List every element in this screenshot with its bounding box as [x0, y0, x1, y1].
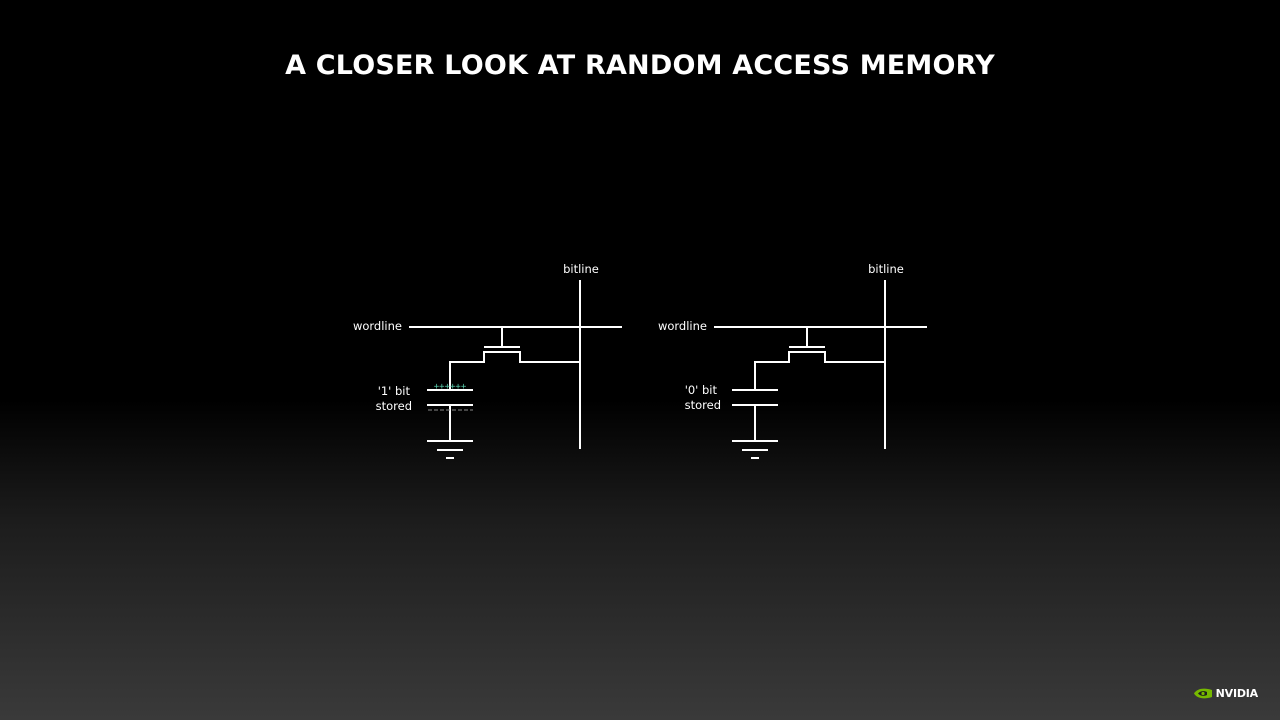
- slide-title: A CLOSER LOOK AT RANDOM ACCESS MEMORY: [285, 50, 995, 81]
- dram-cell-zero: bitline wordline '0' bit stored: [658, 262, 927, 459]
- storage-capacitor: [427, 389, 473, 441]
- positive-charge-marks: ++++++: [434, 382, 467, 392]
- bit-state-label: '1' bit: [378, 384, 411, 398]
- nvidia-logo: NVIDIA: [1193, 687, 1258, 700]
- bitline-label: bitline: [563, 262, 599, 276]
- storage-capacitor: [732, 389, 778, 441]
- bit-state-label: '0' bit: [685, 383, 718, 397]
- bit-state-sublabel: stored: [685, 398, 721, 412]
- wordline-label: wordline: [658, 319, 707, 333]
- bit-state-sublabel: stored: [376, 399, 412, 413]
- wordline-label: wordline: [353, 319, 402, 333]
- ground-symbol: [427, 440, 473, 459]
- nvidia-eye-icon: [1193, 688, 1212, 699]
- bitline-label: bitline: [868, 262, 904, 276]
- nvidia-wordmark: NVIDIA: [1215, 687, 1259, 700]
- access-transistor: [754, 327, 885, 390]
- ground-symbol: [732, 440, 778, 459]
- access-transistor: [449, 327, 580, 390]
- dram-cell-one: bitline wordline ++++++ '1' bit: [353, 262, 622, 459]
